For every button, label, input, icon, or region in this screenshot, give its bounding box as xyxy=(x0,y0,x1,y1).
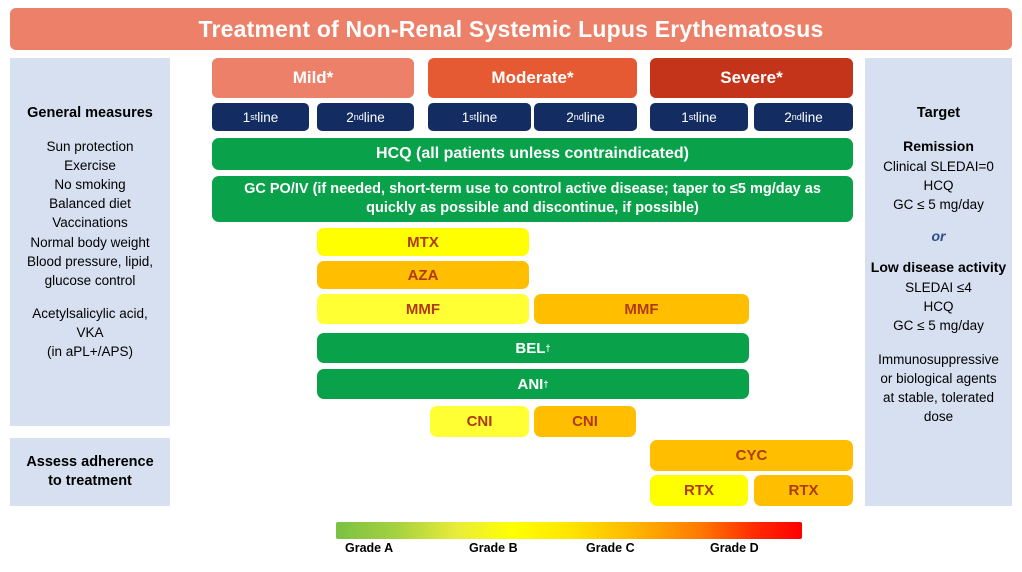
chip-ordinal: 2 xyxy=(784,109,792,125)
measure-item: Exercise xyxy=(64,158,116,173)
chip-suffix: nd xyxy=(573,112,584,122)
target-heading: Target xyxy=(916,105,961,121)
chip-ordinal: 1 xyxy=(461,109,470,125)
chip-text: line xyxy=(695,109,717,125)
page-title: Treatment of Non-Renal Systemic Lupus Er… xyxy=(10,8,1012,50)
grade-label-b: Grade B xyxy=(469,541,518,555)
treatment-bar-hcq[interactable]: HCQ (all patients unless contraindicated… xyxy=(212,138,853,170)
treatment-bar-cyc[interactable]: CYC xyxy=(650,440,853,471)
chip-text: line xyxy=(257,109,279,125)
or-separator: or xyxy=(931,228,946,245)
remission-item: Clinical SLEDAI=0 xyxy=(883,158,994,174)
measure-item: Sun protection xyxy=(46,138,134,154)
treatment-bar-ani[interactable]: ANI† xyxy=(317,369,749,399)
antithrombotic-item: Acetylsalicylic acid, xyxy=(32,306,148,322)
assess-adherence-heading: Assess adherence to treatment xyxy=(26,454,154,489)
grade-label-d: Grade D xyxy=(710,541,759,555)
treatment-bar-mtx[interactable]: MTX xyxy=(317,228,529,256)
measure-item: Blood pressure, lipid, xyxy=(26,253,154,269)
grade-legend: Grade A Grade B Grade C Grade D xyxy=(336,522,802,559)
target-footer-item: Immunosuppressive xyxy=(878,351,999,367)
treatment-bar-cni-moderate[interactable]: CNI xyxy=(534,406,636,437)
measure-item: No smoking xyxy=(54,177,126,193)
chip-text: line xyxy=(476,109,498,125)
treatment-bar-mmf-mild[interactable]: MMF xyxy=(317,294,529,324)
low-disease-activity-heading: Low disease activity xyxy=(870,259,1007,276)
lda-item: GC ≤ 5 mg/day xyxy=(893,318,984,334)
treatment-bar-bel[interactable]: BEL† xyxy=(317,333,749,363)
target-footer-item: dose xyxy=(923,409,954,424)
treatment-bar-gc[interactable]: GC PO/IV (if needed, short-term use to c… xyxy=(212,176,853,222)
ani-label: ANI xyxy=(517,375,544,393)
chip-text: line xyxy=(801,109,823,125)
target-panel: Target Remission Clinical SLEDAI=0 HCQ G… xyxy=(865,58,1012,506)
measure-item: Balanced diet xyxy=(49,196,131,212)
treatment-bar-cni-mild[interactable]: CNI xyxy=(430,406,529,437)
treatment-bar-mmf-moderate[interactable]: MMF xyxy=(534,294,749,324)
severity-header-moderate[interactable]: Moderate* xyxy=(428,58,637,98)
remission-item: GC ≤ 5 mg/day xyxy=(893,197,984,213)
chip-suffix: st xyxy=(469,112,477,122)
chip-ordinal: 1 xyxy=(681,109,689,125)
measure-item: glucose control xyxy=(44,272,136,288)
measure-item: Normal body weight xyxy=(30,234,150,250)
severity-header-mild[interactable]: Mild* xyxy=(212,58,414,98)
chip-text: line xyxy=(363,109,385,125)
general-measures-heading: General measures xyxy=(27,105,153,121)
severity-header-severe[interactable]: Severe* xyxy=(650,58,853,98)
chip-ordinal: 2 xyxy=(566,109,574,125)
treatment-bar-rtx-second-line[interactable]: RTX xyxy=(754,475,853,506)
measure-item: Vaccinations xyxy=(52,215,128,231)
bel-footnote-marker: † xyxy=(545,343,551,353)
antithrombotic-item: (in aPL+/APS) xyxy=(47,344,133,360)
assess-adherence-panel: Assess adherence to treatment xyxy=(10,438,170,506)
general-measures-panel: General measures Sun protection Exercise… xyxy=(10,58,170,426)
chip-suffix: st xyxy=(688,112,696,122)
treatment-bar-aza[interactable]: AZA xyxy=(317,261,529,289)
chip-suffix: nd xyxy=(353,112,364,122)
grade-gradient-bar xyxy=(336,522,802,539)
grade-legend-labels: Grade A Grade B Grade C Grade D xyxy=(336,541,802,559)
lda-item: HCQ xyxy=(923,299,954,315)
grade-label-a: Grade A xyxy=(345,541,394,555)
remission-heading: Remission xyxy=(903,137,974,154)
lda-item: SLEDAI ≤4 xyxy=(905,280,972,296)
ani-footnote-marker: † xyxy=(543,379,549,389)
grade-label-c: Grade C xyxy=(586,541,635,555)
chip-ordinal: 2 xyxy=(346,109,354,125)
chip-ordinal: 1 xyxy=(242,109,251,125)
remission-item: HCQ xyxy=(923,177,954,193)
target-footer-item: or biological agents xyxy=(880,370,997,386)
chip-suffix: nd xyxy=(791,112,802,122)
treatment-bar-rtx-first-line[interactable]: RTX xyxy=(650,475,748,506)
antithrombotic-item: VKA xyxy=(76,325,104,341)
chip-suffix: st xyxy=(250,112,258,122)
chip-text: line xyxy=(583,109,605,125)
target-footer-item: at stable, tolerated xyxy=(882,389,995,405)
bel-label: BEL xyxy=(515,339,546,357)
